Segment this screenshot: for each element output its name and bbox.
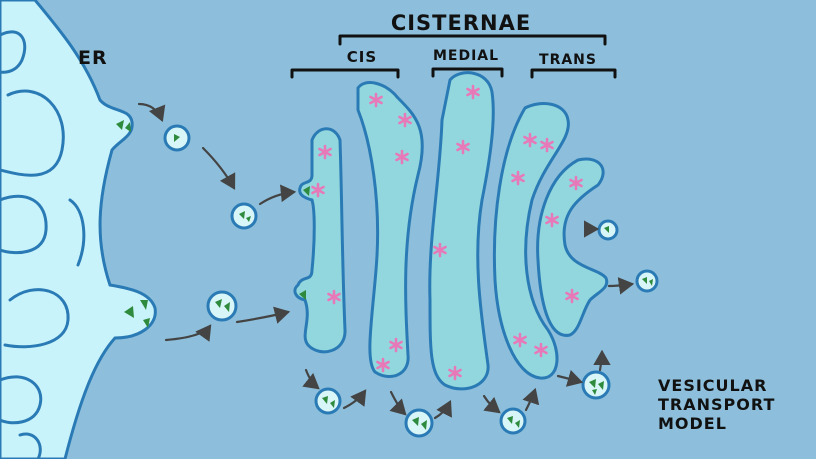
arrow — [164, 324, 212, 342]
trans-bracket — [530, 68, 617, 79]
medial-bracket — [431, 67, 504, 78]
arrow — [235, 306, 291, 324]
model-label-line-2: TRANSPORT — [658, 395, 775, 414]
vesicle — [230, 202, 258, 230]
golgi-cargo — [299, 186, 310, 300]
cis-label: CIS — [347, 48, 377, 66]
arrow — [389, 390, 407, 416]
cisterna-4 — [492, 102, 570, 380]
vesicle — [635, 269, 659, 293]
model-label-line-1: VESICULAR — [658, 376, 767, 395]
arrow — [583, 220, 600, 238]
labels: ER CISTERNAE CIS MEDIAL TRANS VESICULAR … — [78, 11, 775, 433]
cis-bracket — [290, 68, 400, 79]
vesicle — [163, 124, 191, 152]
er-cargo — [116, 120, 150, 328]
vesicle — [206, 290, 238, 322]
vesicle — [404, 408, 434, 438]
arrow — [593, 349, 611, 372]
trans-cisterna — [536, 157, 609, 337]
model-label-line-3: MODEL — [658, 414, 727, 433]
vesicle — [499, 407, 527, 435]
arrow — [556, 369, 584, 387]
medial-cisterna — [428, 71, 495, 391]
transport-arrows — [137, 102, 635, 420]
arrow — [258, 184, 297, 206]
arrow — [522, 387, 540, 412]
arrow — [433, 400, 452, 420]
er-label: ER — [78, 47, 108, 69]
trans-label: TRANS — [539, 52, 597, 68]
endoplasmic-reticulum — [0, 0, 157, 459]
transport-vesicles — [163, 124, 659, 438]
cisternae-bracket — [338, 34, 607, 46]
er-folds — [0, 30, 86, 459]
arrow — [137, 102, 166, 123]
arrow — [607, 277, 635, 295]
vesicle — [581, 370, 611, 400]
vesicle — [597, 219, 619, 241]
cisternae-label: CISTERNAE — [391, 11, 531, 35]
arrow — [342, 389, 367, 410]
vesicle — [314, 387, 342, 415]
arrow — [201, 146, 236, 190]
medial-label: MEDIAL — [433, 48, 499, 64]
arrow — [302, 368, 320, 390]
brackets — [290, 34, 617, 79]
arrow — [482, 394, 501, 414]
